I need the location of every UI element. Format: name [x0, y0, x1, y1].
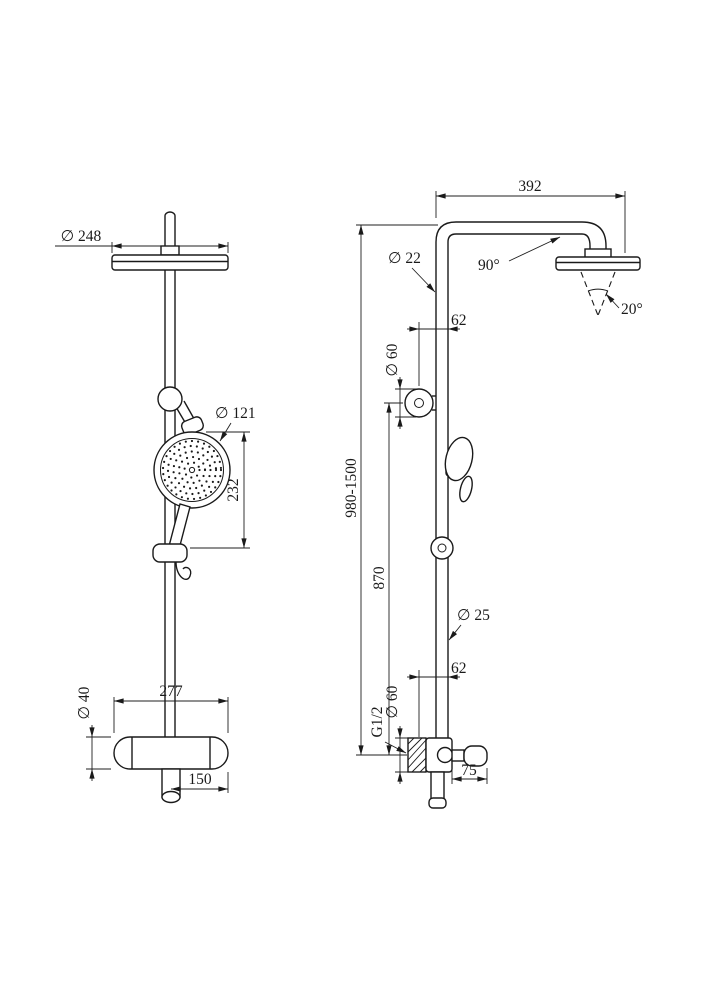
side-view-outline — [404, 221, 641, 809]
hose-hook — [175, 561, 192, 580]
front-view-dimensions: ∅ 248 ∅ 121 232 277 ∅ 40 150 — [55, 228, 256, 793]
dim-bottom-bracket-offset: 62 — [451, 660, 467, 677]
dim-arm-reach: 392 — [518, 178, 541, 195]
front-view-outline — [111, 211, 231, 804]
slider-side — [430, 536, 454, 560]
riser-top — [164, 211, 176, 255]
dim-handset-height: 232 — [225, 478, 242, 501]
handset-side — [444, 436, 474, 482]
spray-cone — [580, 271, 616, 319]
wall-bracket — [404, 388, 434, 418]
mixer-valve-front — [113, 736, 229, 770]
dim-valve-depth: 75 — [461, 762, 477, 779]
handset-nozzles — [161, 439, 223, 501]
dim-arm-angle: 90° — [478, 257, 500, 274]
dim-bracket-spacing: 870 — [371, 566, 388, 590]
dim-slider-diameter: ∅ 25 — [457, 607, 490, 624]
upper-slider-knob — [157, 386, 183, 412]
dim-handset-diameter: ∅ 121 — [215, 405, 256, 422]
riser-collar — [160, 245, 180, 256]
dim-spray-angle: 20° — [621, 301, 643, 318]
side-view-dimensions: 392 ∅ 22 90° 20° 62 ∅ 60 — [343, 178, 643, 784]
dim-inlet-thread: G1/2 — [369, 707, 386, 738]
valve-handle — [463, 745, 488, 767]
overhead-shower-side — [555, 256, 641, 271]
handset-face — [153, 431, 231, 509]
dim-head-diameter: ∅ 248 — [61, 228, 102, 245]
dim-top-bracket-offset: 62 — [451, 312, 467, 329]
slider-holder — [152, 543, 188, 563]
shower-arm — [435, 221, 607, 250]
dim-height-range: 980-1500 — [343, 458, 360, 518]
wall-hatch — [407, 737, 427, 773]
side-view: 392 ∅ 22 90° 20° 62 ∅ 60 — [343, 178, 643, 809]
front-view: ∅ 248 ∅ 121 232 277 ∅ 40 150 — [55, 211, 256, 804]
overhead-shower-front — [111, 254, 229, 271]
dim-top-bracket-diameter: ∅ 60 — [384, 343, 401, 376]
dim-pipe-diameter: ∅ 22 — [388, 250, 421, 267]
dim-inlet-spacing: 150 — [188, 771, 212, 788]
dim-valve-width: 277 — [159, 683, 183, 700]
dim-valve-diameter: ∅ 40 — [76, 686, 93, 719]
spout-side — [430, 771, 445, 801]
dim-bottom-valve-diameter: ∅ 60 — [384, 685, 401, 718]
